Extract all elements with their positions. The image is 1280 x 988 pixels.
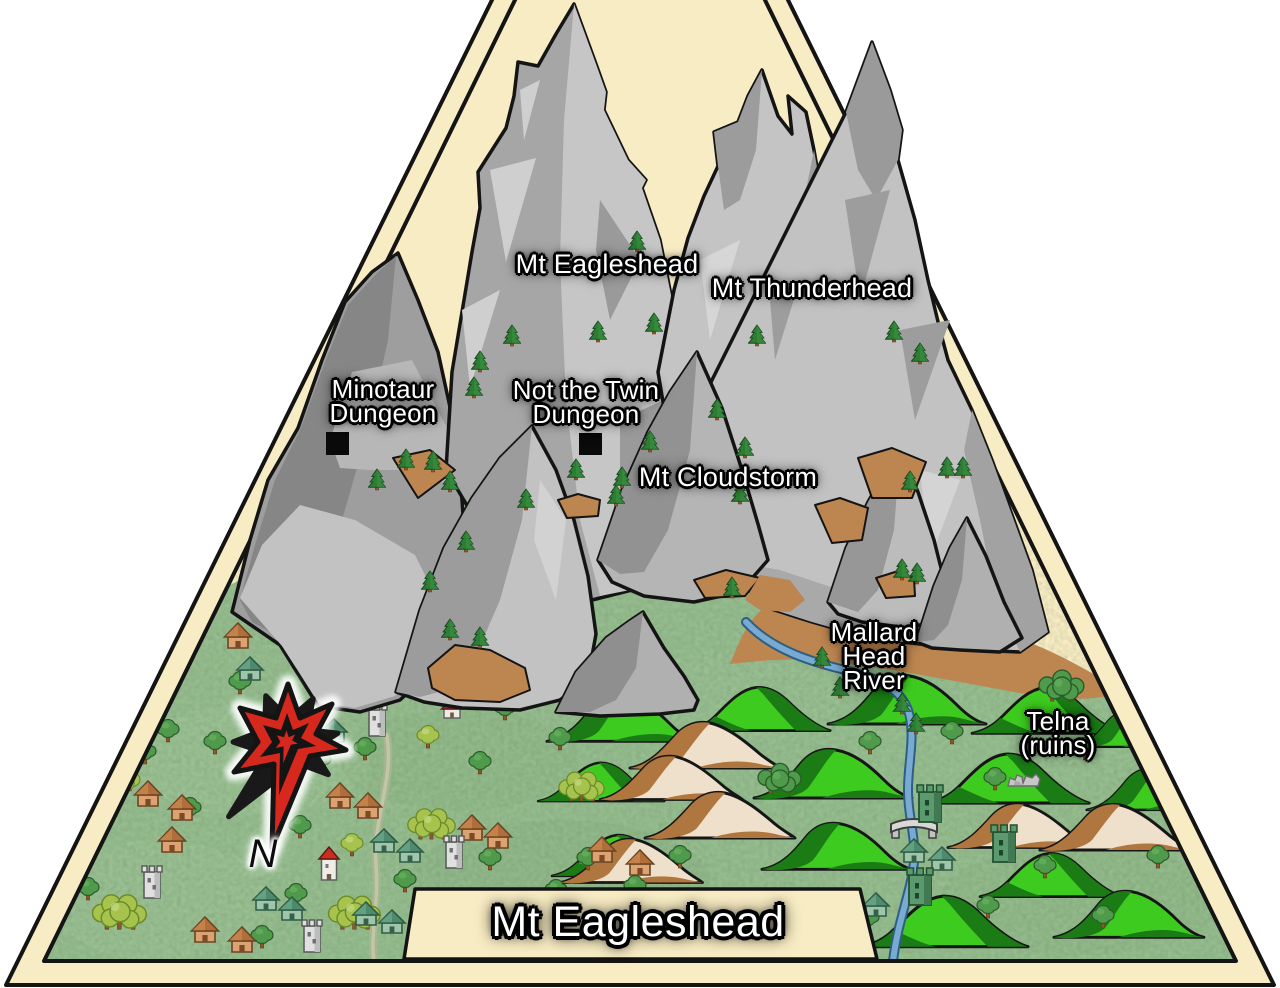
label-line: Telna — [1026, 706, 1090, 736]
label-line: Dungeon — [532, 399, 640, 429]
label-not-the-twin-dungeon: Not the Twin Dungeon — [512, 375, 660, 429]
label-minotaur-dungeon: Minotaur Dungeon — [329, 374, 437, 428]
label-mt-eagleshead-peak: Mt Eagleshead — [515, 249, 699, 279]
label-line: Minotaur — [331, 374, 435, 404]
label-line: River — [843, 665, 905, 695]
label-mt-cloudstorm: Mt Cloudstorm — [638, 462, 818, 492]
road — [368, 732, 393, 961]
mountain-midleft — [394, 424, 598, 712]
label-mt-thunderhead: Mt Thunderhead — [711, 273, 913, 303]
label-line: Mallard — [830, 617, 918, 647]
minotaur-dungeon-marker — [326, 432, 349, 455]
dungeon-markers — [326, 432, 602, 455]
label-line: Not the Twin — [512, 375, 660, 405]
mountain-front — [554, 610, 700, 718]
compass-north-label: N — [248, 832, 278, 876]
label-line: (ruins) — [1020, 730, 1096, 760]
mountain-range — [230, 2, 1050, 718]
label-mallard-head-river: Mallard Head River — [830, 617, 918, 695]
label-line: Dungeon — [329, 398, 437, 428]
map-title: Mt Eagleshead — [491, 898, 785, 946]
twin-dungeon-marker — [579, 433, 602, 455]
label-line: Head — [842, 641, 906, 671]
mountain-cloudstorm — [596, 350, 770, 604]
label-telna-ruins: Telna (ruins) — [1020, 706, 1096, 760]
